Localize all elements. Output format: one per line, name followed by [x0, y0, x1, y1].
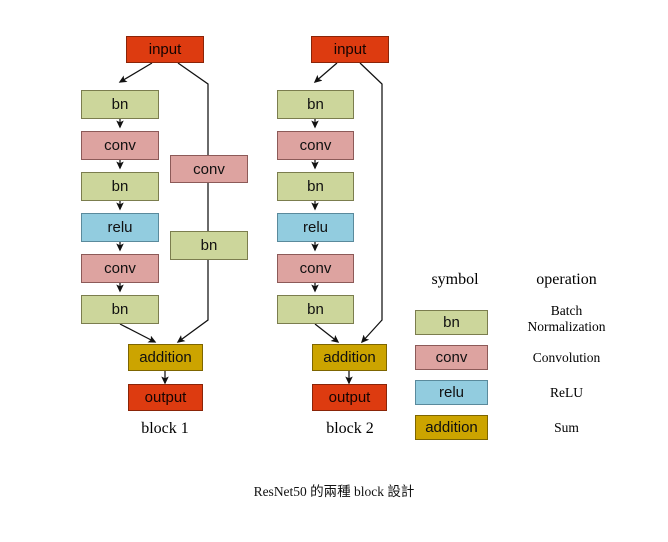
block1-shortcut-conv[interactable]: conv	[170, 155, 248, 183]
block1-relu[interactable]: relu	[81, 213, 159, 242]
block2-bn-1[interactable]: bn	[277, 90, 354, 119]
legend-operation-bn-line2: Normalization	[527, 318, 606, 334]
legend-swatch-bn: bn	[415, 310, 488, 335]
legend-swatch-relu: relu	[415, 380, 488, 405]
legend-swatch-addition: addition	[415, 415, 488, 440]
legend-operation-relu: ReLU	[550, 385, 583, 400]
legend-operation-addition: Sum	[554, 420, 579, 435]
block2-bn-3[interactable]: bn	[277, 295, 354, 324]
legend-header-symbol: symbol	[431, 271, 479, 288]
figure-caption: ResNet50 的兩種 block 設計	[253, 484, 415, 499]
block2-input-node[interactable]: input	[311, 36, 389, 63]
block1-bn-2[interactable]: bn	[81, 172, 159, 201]
block1-conv-1[interactable]: conv	[81, 131, 159, 160]
block1-output-node[interactable]: output	[128, 384, 203, 411]
legend-swatch-conv: conv	[415, 345, 488, 370]
block2-conv-2[interactable]: conv	[277, 254, 354, 283]
block2-relu[interactable]: relu	[277, 213, 354, 242]
legend-operation-bn: Batch Normalization	[504, 303, 629, 335]
block1-addition-node[interactable]: addition	[128, 344, 203, 371]
block1-conv-2[interactable]: conv	[81, 254, 159, 283]
block2-bn-2[interactable]: bn	[277, 172, 354, 201]
block1-shortcut-bn[interactable]: bn	[170, 231, 248, 260]
block1-bn-3[interactable]: bn	[81, 295, 159, 324]
block1-bn-1[interactable]: bn	[81, 90, 159, 119]
block1-label: block 1	[141, 420, 189, 437]
legend-operation-bn-line1: Batch	[550, 303, 583, 318]
block2-label: block 2	[326, 420, 374, 437]
block2-output-node[interactable]: output	[312, 384, 387, 411]
block2-addition-node[interactable]: addition	[312, 344, 387, 371]
legend-header-operation: operation	[536, 271, 597, 288]
legend-operation-conv: Convolution	[532, 350, 601, 365]
block1-input-node[interactable]: input	[126, 36, 204, 63]
block2-conv-1[interactable]: conv	[277, 131, 354, 160]
